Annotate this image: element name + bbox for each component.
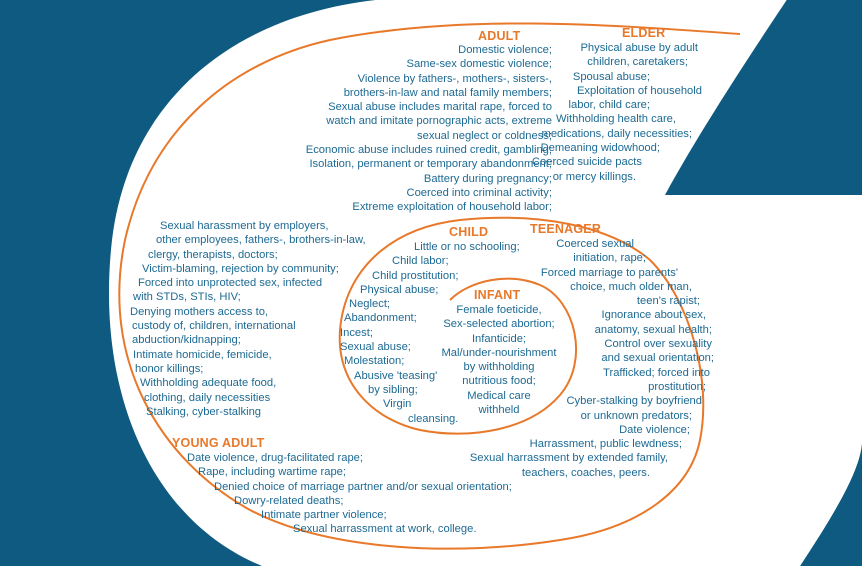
- elder-item: Demeaning widowhood;: [540, 142, 660, 155]
- young-adult-item: Sexual harrassment at work, college.: [293, 523, 477, 536]
- adult-item: abduction/kidnapping;: [132, 334, 241, 347]
- elder-item: Withholding health care,: [555, 113, 676, 126]
- adult-item: Sexual harassment by employers,: [160, 220, 329, 232]
- infant-item: Infanticide;: [471, 332, 527, 345]
- young-adult-item: Date violence, drug-facilitated rape;: [187, 452, 363, 464]
- young-adult-item: Intimate partner violence;: [261, 509, 387, 522]
- child-item: Physical abuse;: [360, 283, 439, 296]
- adult-item: Intimate homicide, femicide,: [133, 348, 272, 361]
- adult-item: Stalking, cyber-stalking: [146, 405, 262, 418]
- child-item: Child labor;: [392, 255, 449, 268]
- teenager-item: anatomy, sexual health;: [594, 323, 712, 336]
- young-adult-list: Date violence, drug-facilitated rape; Ra…: [185, 451, 512, 537]
- adult-item: custody of, children, international: [132, 320, 296, 333]
- adult-item: honor killings;: [135, 362, 204, 375]
- white-notch: [665, 0, 862, 195]
- child-item: cleansing.: [408, 412, 459, 425]
- adult-item: other employees, fathers-, brothers-in-l…: [156, 234, 366, 247]
- teenager-item: Coerced sexual: [556, 238, 634, 250]
- child-item: Child prostitution;: [372, 269, 459, 282]
- elder-item: Coerced suicide pacts: [531, 156, 642, 169]
- adult-item: Forced into unprotected sex, infected: [138, 277, 323, 290]
- infant-list: Female foeticide, Sex-selected abortion;…: [424, 303, 574, 417]
- adult-heading: ADULT: [478, 29, 521, 43]
- adult-item: clothing, daily necessities: [144, 391, 271, 404]
- young-adult-heading: YOUNG ADULT: [172, 436, 265, 450]
- child-item: Abandonment;: [344, 312, 417, 325]
- infant-item: by withholding: [463, 361, 535, 374]
- teenager-item: Trafficked; forced into: [603, 366, 710, 379]
- child-item: Incest;: [340, 326, 373, 339]
- elder-item: Spousal abuse;: [572, 70, 650, 83]
- spiral-line: [118, 22, 741, 550]
- adult-item: clergy, therapists, doctors;: [148, 248, 278, 261]
- adult-item: with STDs, STIs, HIV;: [133, 291, 241, 304]
- teenager-list: Coerced sexual initiation, rape; Forced …: [470, 237, 714, 480]
- child-item: Neglect;: [349, 298, 391, 311]
- teenager-heading: TEENAGER: [530, 222, 602, 236]
- teenager-item: Ignorance about sex,: [601, 309, 707, 322]
- elder-item: labor, child care;: [568, 99, 650, 112]
- adult-item: Domestic violence;: [458, 44, 552, 56]
- young-adult-item: Denied choice of marriage partner and/or…: [214, 480, 512, 493]
- adult-item: Sexual abuse includes marital rape, forc…: [328, 101, 552, 114]
- teenager-item: or unknown predators;: [580, 409, 692, 422]
- child-item: Virgin: [383, 398, 412, 411]
- teenager-item: initiation, rape;: [573, 252, 646, 265]
- child-heading: CHILD: [449, 225, 489, 239]
- white-right-body: [600, 195, 862, 566]
- infant-item: Medical care: [467, 389, 531, 402]
- teenager-item: Harrassment, public lewdness;: [529, 438, 682, 451]
- adult-item: Victim-blaming, rejection by community;: [142, 262, 339, 275]
- adult-item: brothers-in-law and natal family members…: [343, 86, 552, 99]
- teenager-item: prostitution;: [648, 380, 706, 393]
- elder-heading: ELDER: [622, 26, 666, 40]
- adult-item: Economic abuse includes ruined credit, g…: [305, 144, 552, 157]
- adult-list-lower: Sexual harassment by employers, other em…: [130, 219, 366, 419]
- young-adult-item: Dowry-related deaths;: [234, 494, 344, 507]
- adult-item: Isolation, permanent or temporary abando…: [309, 158, 552, 171]
- adult-item: Same-sex domestic violence;: [406, 58, 553, 71]
- teenager-item: and sexual orientation;: [601, 352, 714, 365]
- child-list: Little or no schooling; Child labor; Chi…: [340, 240, 520, 426]
- child-item: Little or no schooling;: [414, 241, 520, 253]
- young-adult-item: Rape, including wartime rape;: [198, 466, 346, 479]
- adult-item: Violence by fathers-, mothers-, sisters-…: [357, 72, 552, 85]
- adult-item: Coerced into criminal activity;: [406, 186, 553, 199]
- adult-item: Extreme exploitation of household labor;: [352, 201, 552, 214]
- teenager-item: Date violence;: [619, 423, 690, 436]
- infant-item: Female foeticide,: [456, 304, 542, 316]
- adult-item: Denying mothers access to,: [130, 305, 269, 318]
- teenager-item: choice, much older man,: [570, 280, 692, 293]
- child-item: Abusive 'teasing': [354, 369, 438, 382]
- adult-item: Withholding adequate food,: [140, 377, 277, 390]
- teenager-item: Cyber-stalking by boyfriend: [566, 395, 702, 408]
- infant-item: nutritious food;: [462, 375, 536, 388]
- teenager-item: teen's rapist;: [636, 295, 700, 308]
- child-item: Molestation;: [344, 355, 405, 368]
- elder-list: Physical abuse by adult children, careta…: [532, 41, 702, 184]
- teenager-item: Control over sexuality: [604, 338, 712, 351]
- infant-item: Mal/under-nourishment: [441, 346, 557, 359]
- teenager-item: teachers, coaches, peers.: [521, 466, 650, 479]
- child-item: by sibling;: [368, 383, 418, 396]
- elder-item: Physical abuse by adult: [580, 42, 698, 54]
- infant-heading: INFANT: [474, 288, 521, 302]
- teenager-item: Forced marriage to parents': [540, 266, 678, 279]
- teenager-item: Sexual harrassment by extended family,: [469, 452, 668, 465]
- elder-item: children, caretakers;: [587, 56, 688, 69]
- elder-item: or mercy killings.: [552, 170, 636, 183]
- elder-item: Exploitation of household: [576, 84, 702, 97]
- infant-item: Sex-selected abortion;: [443, 318, 555, 331]
- adult-item: watch and imitate pornographic acts, ext…: [326, 115, 552, 128]
- infant-item: withheld: [478, 404, 520, 417]
- adult-list: Domestic violence; Same-sex domestic vio…: [306, 43, 552, 215]
- child-item: Sexual abuse;: [340, 341, 411, 354]
- adult-item: Battery during pregnancy;: [423, 172, 552, 185]
- adult-item: sexual neglect or coldness;: [417, 129, 552, 142]
- elder-item: medications, daily necessities;: [541, 127, 692, 140]
